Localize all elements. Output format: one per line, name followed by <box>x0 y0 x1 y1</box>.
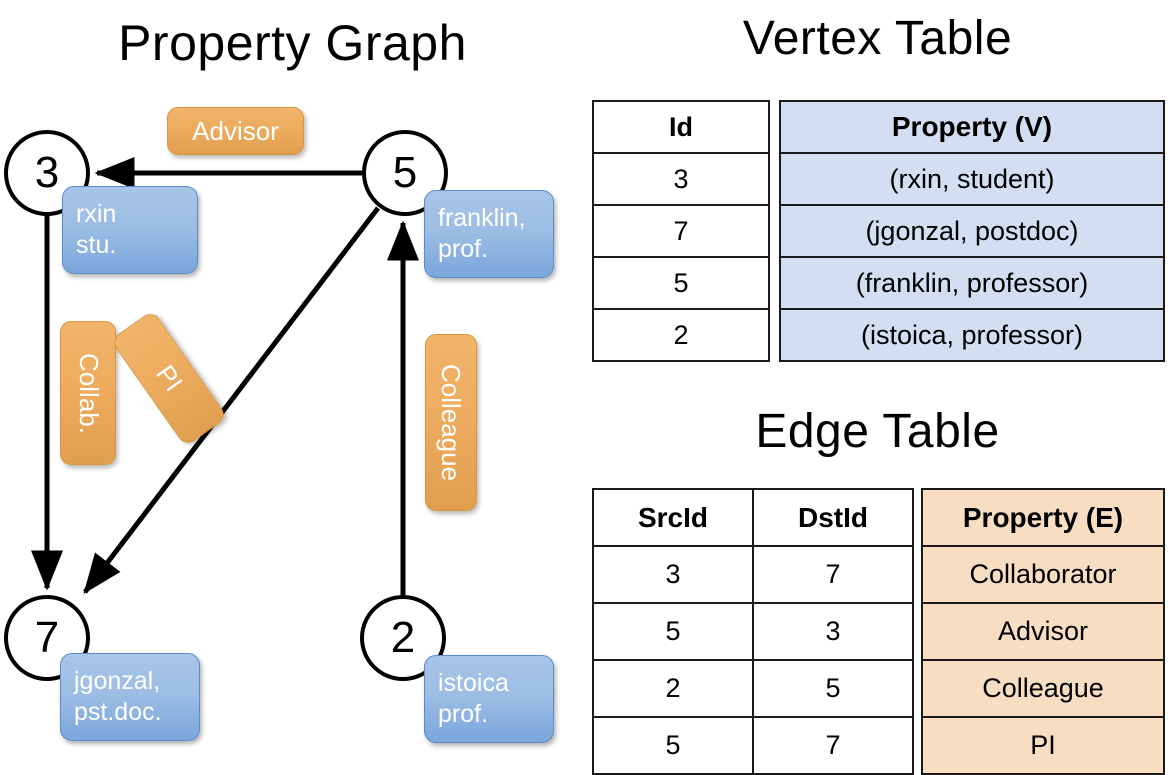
graph-edge-arrows <box>31 157 419 595</box>
edge-label-colleague: Colleague <box>425 334 477 511</box>
edge-cell-srcid: 2 <box>592 659 754 718</box>
node-property-box-3: rxin stu. <box>62 186 198 274</box>
graph-node-5-id: 5 <box>392 148 418 197</box>
table-header-row: Property (V) <box>779 100 1165 154</box>
table-header-row: Id <box>592 100 770 154</box>
edge-header-dstid: DstId <box>752 488 914 547</box>
edge-header-srcid: SrcId <box>592 488 754 547</box>
table-row: 3 <box>592 152 770 206</box>
vertex-header-id: Id <box>592 100 770 154</box>
node-property-box-5: franklin, prof. <box>424 190 554 278</box>
edge-cell-property: PI <box>921 716 1165 775</box>
table-row: Collaborator <box>921 545 1165 604</box>
graph-node-5: 5 <box>362 130 448 216</box>
edge-label-colleague-text: Colleague <box>436 363 467 482</box>
table-row: (jgonzal, postdoc) <box>779 204 1165 258</box>
table-row: 5 <box>592 256 770 310</box>
vertex-cell-id: 5 <box>592 256 770 310</box>
vertex-cell-property: (jgonzal, postdoc) <box>779 204 1165 258</box>
edge-header-property: Property (E) <box>921 488 1165 547</box>
table-row: (rxin, student) <box>779 152 1165 206</box>
vertex-table-id-column: Id 3 7 5 2 <box>592 100 770 362</box>
edge-cell-dstid: 7 <box>752 716 914 775</box>
edge-cell-property: Collaborator <box>921 545 1165 604</box>
edge-label-advisor-text: Advisor <box>192 115 279 146</box>
vertex-cell-property: (istoica, professor) <box>779 308 1165 362</box>
edge-table-src-dst-columns: SrcId DstId 3 7 5 3 2 5 5 7 <box>592 488 914 775</box>
edge-arrow-5-to-7 <box>83 206 380 594</box>
edge-cell-srcid: 3 <box>592 545 754 604</box>
table-row: 5 7 <box>592 716 914 775</box>
edge-cell-property: Colleague <box>921 659 1165 718</box>
edge-table-property-column: Property (E) Collaborator Advisor Collea… <box>921 488 1165 775</box>
vertex-cell-id: 7 <box>592 204 770 258</box>
vertex-cell-id: 3 <box>592 152 770 206</box>
table-row: Advisor <box>921 602 1165 661</box>
edge-cell-dstid: 3 <box>752 602 914 661</box>
table-row: Colleague <box>921 659 1165 718</box>
table-row: 5 3 <box>592 602 914 661</box>
graph-node-3-id: 3 <box>34 148 60 197</box>
property-graph-diagram: Collab. PI Colleague Advisor 3 5 7 2 rxi… <box>0 0 585 760</box>
edge-cell-srcid: 5 <box>592 602 754 661</box>
edge-cell-dstid: 5 <box>752 659 914 718</box>
table-row: 3 7 <box>592 545 914 604</box>
edge-label-pi-text: PI <box>150 359 189 397</box>
edge-label-collab: Collab. <box>60 321 116 465</box>
table-header-row: Property (E) <box>921 488 1165 547</box>
graph-node-2: 2 <box>360 595 446 681</box>
edge-cell-srcid: 5 <box>592 716 754 775</box>
vertex-cell-property: (rxin, student) <box>779 152 1165 206</box>
vertex-header-property: Property (V) <box>779 100 1165 154</box>
graph-node-2-id: 2 <box>390 613 416 662</box>
page-title-property-graph: Property Graph <box>118 15 467 71</box>
node-property-box-7: jgonzal, pst.doc. <box>60 653 200 741</box>
table-row: 2 <box>592 308 770 362</box>
graph-node-7-id: 7 <box>34 613 60 662</box>
table-row: 7 <box>592 204 770 258</box>
edge-cell-property: Advisor <box>921 602 1165 661</box>
table-row: PI <box>921 716 1165 775</box>
vertex-cell-property: (franklin, professor) <box>779 256 1165 310</box>
edge-label-collab-text: Collab. <box>73 352 104 434</box>
edge-label-advisor: Advisor <box>167 107 304 155</box>
table-row: (istoica, professor) <box>779 308 1165 362</box>
table-row: 2 5 <box>592 659 914 718</box>
page-title-vertex-table: Vertex Table <box>742 12 1013 65</box>
page-title-edge-table: Edge Table <box>755 405 1000 458</box>
vertex-table-property-column: Property (V) (rxin, student) (jgonzal, p… <box>779 100 1165 362</box>
table-row: (franklin, professor) <box>779 256 1165 310</box>
vertex-cell-id: 2 <box>592 308 770 362</box>
table-header-row: SrcId DstId <box>592 488 914 547</box>
node-property-box-2: istoica prof. <box>424 655 554 743</box>
edge-cell-dstid: 7 <box>752 545 914 604</box>
